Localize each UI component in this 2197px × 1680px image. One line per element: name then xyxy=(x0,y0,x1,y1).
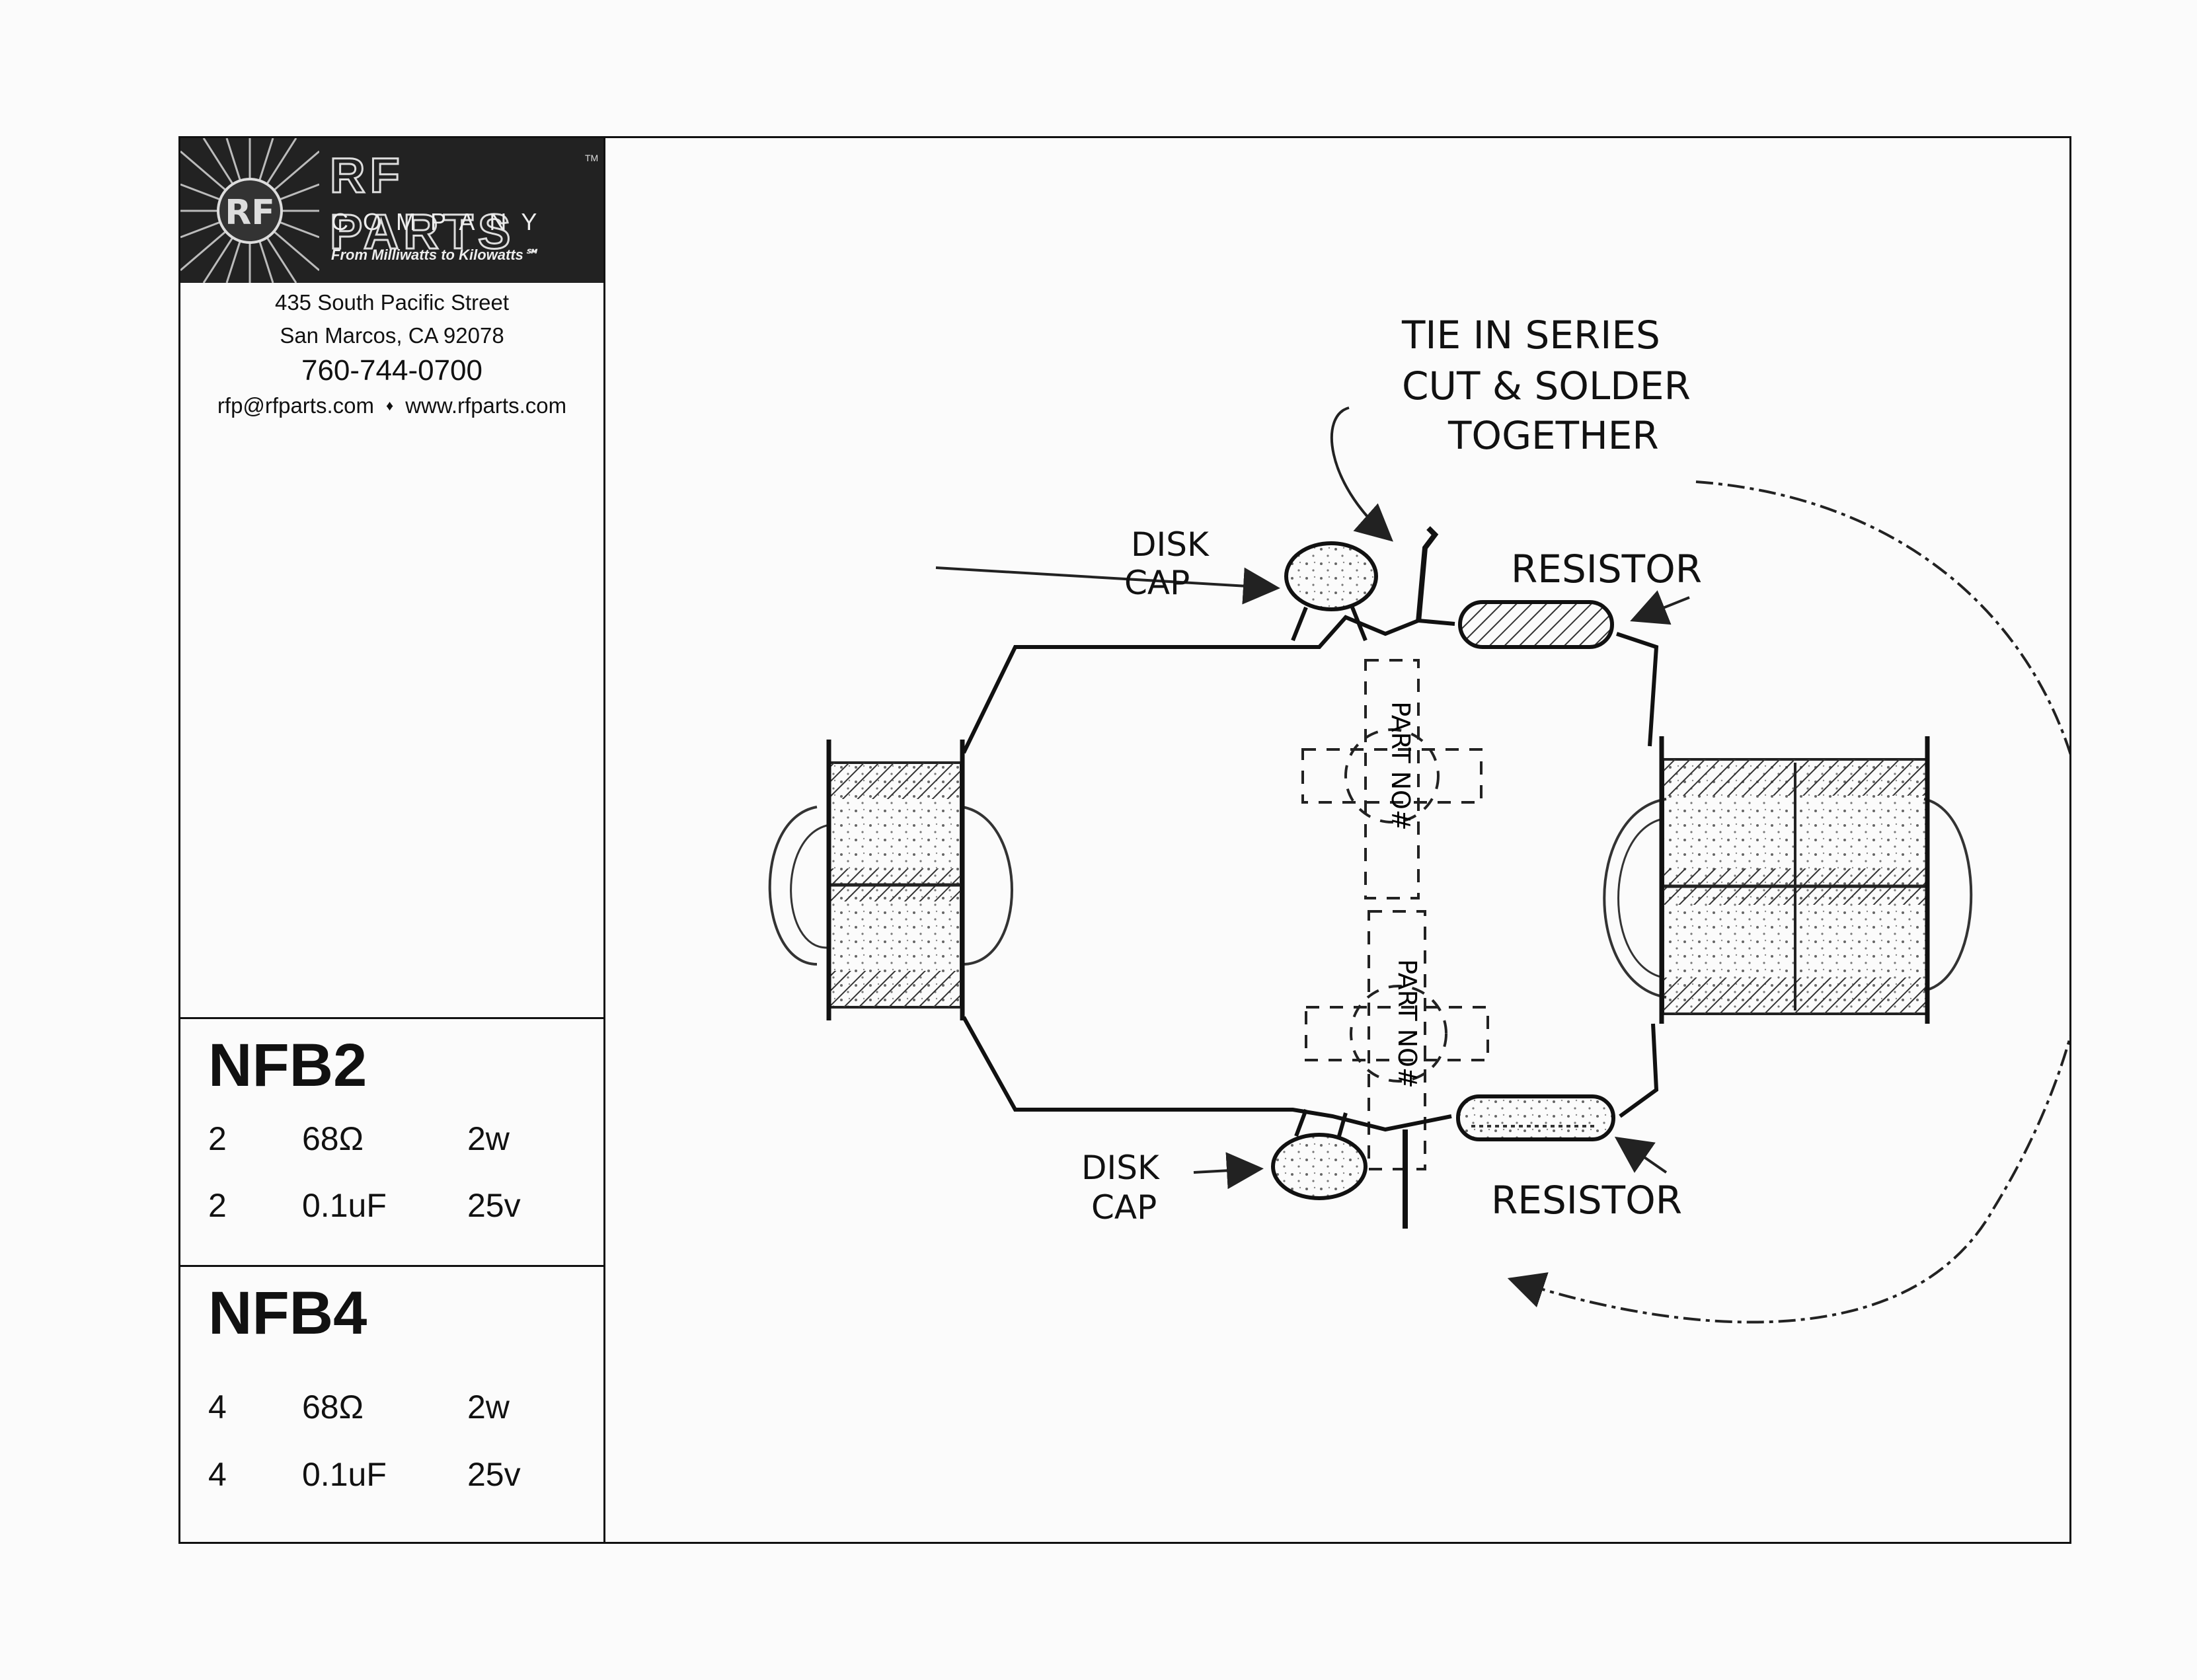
resistor-top-label: RESISTOR xyxy=(1511,547,1702,592)
logo-brand: RF PARTS xyxy=(329,147,516,260)
part-no-label-bottom: PART NO# xyxy=(1393,959,1422,1088)
kit-row-rating: 2w xyxy=(467,1389,510,1426)
kit-nfb2: NFB2 2 68Ω 2w 2 0.1uF 25v xyxy=(180,1017,603,1265)
logo-trademark: TM xyxy=(585,153,599,163)
contact-website[interactable]: www.rfparts.com xyxy=(405,393,567,418)
kit-row-rating: 2w xyxy=(467,1120,510,1157)
address-phone: 760-744-0700 xyxy=(301,354,482,387)
resistor-bottom-label: RESISTOR xyxy=(1491,1178,1682,1223)
contact-separator: ♦ xyxy=(385,397,394,414)
document-frame: RF RF PARTS TM COMPANY From Milliwatts t… xyxy=(178,136,2071,1544)
disk-cap-top-label-line1: DISK xyxy=(1131,525,1210,564)
transistor-top-outline xyxy=(1301,659,1483,899)
kit-nfb4: NFB4 4 68Ω 2w 4 0.1uF 25v xyxy=(180,1265,603,1544)
kit-row-value: 0.1uF xyxy=(302,1187,387,1224)
kit-row-value: 0.1uF xyxy=(302,1456,387,1493)
address-street: 435 South Pacific Street xyxy=(274,290,510,315)
kit-row-qty: 2 xyxy=(208,1187,227,1224)
company-address: 435 South Pacific Street San Marcos, CA … xyxy=(180,286,603,422)
logo-badge-text: RF xyxy=(225,193,275,233)
company-logo: RF RF PARTS TM COMPANY From Milliwatts t… xyxy=(180,138,603,283)
logo-tagline: From Milliwatts to Kilowatts℠ xyxy=(331,247,539,263)
disk-cap-top xyxy=(1284,541,1378,642)
disk-cap-bottom-label-line1: DISK xyxy=(1081,1149,1160,1187)
sidebar-panel: RF RF PARTS TM COMPANY From Milliwatts t… xyxy=(180,138,605,1542)
kit-row-rating: 25v xyxy=(467,1456,521,1493)
kit-row-qty: 4 xyxy=(208,1456,227,1493)
kit-name: NFB4 xyxy=(208,1279,367,1347)
part-no-label-top: PART NO# xyxy=(1386,701,1415,831)
resistor-bottom xyxy=(1456,1094,1615,1141)
kit-row-qty: 4 xyxy=(208,1389,227,1426)
left-transformer-core xyxy=(768,740,1013,1020)
kit-row-qty: 2 xyxy=(208,1120,227,1157)
transistor-bottom-outline xyxy=(1305,910,1489,1170)
disk-cap-bottom-label-line2: CAP xyxy=(1091,1188,1157,1227)
wiring-diagram: PART NO# PART NO# xyxy=(768,313,2069,1324)
kit-row-value: 68Ω xyxy=(302,1120,364,1157)
right-transformer-core xyxy=(1603,736,1973,1024)
note-cut-solder: CUT & SOLDER xyxy=(1402,363,1691,408)
note-tie-in-series: TIE IN SERIES xyxy=(1401,313,1660,358)
disk-cap-bottom xyxy=(1271,1108,1368,1200)
contact-email[interactable]: rfp@rfparts.com xyxy=(217,393,374,418)
circuit-wires xyxy=(962,526,1659,1229)
disk-cap-top-label-line2: CAP xyxy=(1124,564,1190,602)
annotation-arrows xyxy=(935,406,2069,1324)
address-city: San Marcos, CA 92078 xyxy=(280,323,504,348)
kit-row-value: 68Ω xyxy=(302,1389,364,1426)
logo-company: COMPANY xyxy=(331,208,552,235)
kit-name: NFB2 xyxy=(208,1032,367,1099)
contact-line: rfp@rfparts.com ♦ www.rfparts.com xyxy=(180,389,603,422)
sunburst-logo-icon: RF xyxy=(180,138,319,283)
resistor-top xyxy=(1458,600,1614,649)
kit-row-rating: 25v xyxy=(467,1187,521,1224)
note-together: TOGETHER xyxy=(1447,413,1659,458)
